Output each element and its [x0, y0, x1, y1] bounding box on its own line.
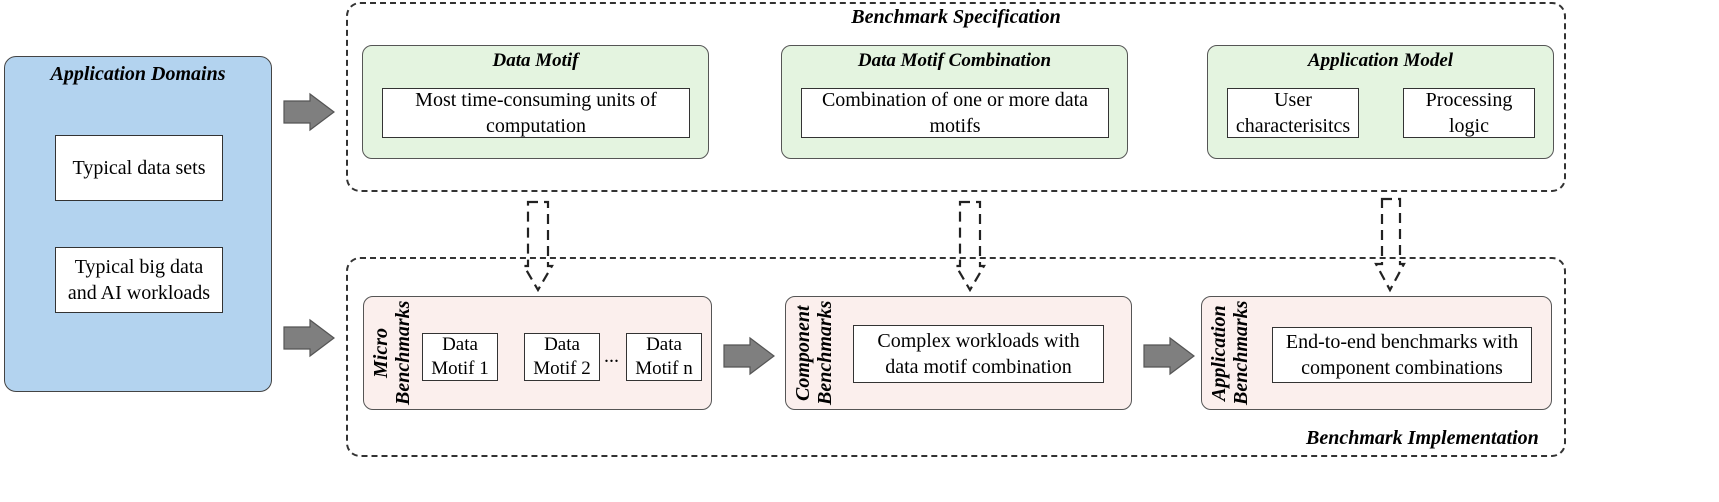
processing-logic-box: Processing logic	[1403, 88, 1535, 138]
component-benchmarks-description: Complex workloads with data motif combin…	[853, 325, 1104, 383]
data-motif-combination-panel: Data Motif Combination Combination of on…	[781, 45, 1128, 159]
application-benchmarks-panel: Application Benchmarks End-to-end benchm…	[1201, 296, 1552, 410]
data-motif-2-box: Data Motif 2	[524, 333, 600, 381]
dashed-arrow-combo-to-component	[954, 200, 986, 293]
micro-benchmarks-panel: Micro Benchmarks Data Motif 1 Data Motif…	[363, 296, 712, 410]
typical-data-sets-box: Typical data sets	[55, 135, 223, 201]
benchmark-specification-title: Benchmark Specification	[851, 6, 1061, 28]
ellipsis: ...	[604, 345, 619, 367]
data-motif-combination-description: Combination of one or more data motifs	[801, 88, 1109, 138]
data-motif-panel: Data Motif Most time-consuming units of …	[362, 45, 709, 159]
application-domains-panel: Application Domains Typical data sets Ty…	[4, 56, 272, 392]
data-motif-n-box: Data Motif n	[626, 333, 702, 381]
data-motif-title: Data Motif	[492, 50, 579, 71]
data-motif-description: Most time-consuming units of computation	[382, 88, 690, 138]
application-model-panel: Application Model User characterisitcs P…	[1207, 45, 1554, 159]
arrow-domains-to-impl	[283, 318, 335, 358]
benchmark-specification-group	[346, 2, 1566, 192]
benchmark-implementation-title: Benchmark Implementation	[1306, 427, 1539, 449]
benchmark-implementation-group	[346, 257, 1566, 457]
dashed-arrow-appmodel-to-application	[1374, 197, 1406, 293]
component-benchmarks-panel: Component Benchmarks Complex workloads w…	[785, 296, 1132, 410]
dashed-arrow-motif-to-micro	[522, 200, 554, 293]
typical-workloads-box: Typical big data and AI workloads	[55, 247, 223, 313]
data-motif-1-box: Data Motif 1	[422, 333, 498, 381]
data-motif-combination-title: Data Motif Combination	[857, 50, 1052, 71]
arrow-component-to-application	[1143, 336, 1195, 376]
arrow-domains-to-spec	[283, 92, 335, 132]
user-characteristics-box: User characterisitcs	[1227, 88, 1359, 138]
arrow-micro-to-component	[723, 336, 775, 376]
application-domains-title: Application Domains	[50, 63, 226, 85]
application-model-title: Application Model	[1307, 50, 1454, 71]
application-benchmarks-description: End-to-end benchmarks with component com…	[1272, 327, 1532, 383]
